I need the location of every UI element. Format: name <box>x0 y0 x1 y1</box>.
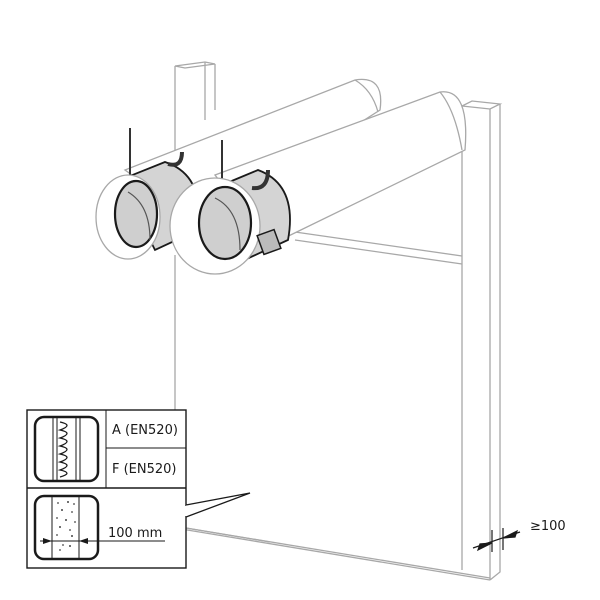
min-distance-label: ≥100 <box>530 519 566 534</box>
legend-row-a-label: A (EN520) <box>112 423 178 438</box>
wall-thickness-label: 100 mm <box>108 526 162 541</box>
legend-row-f-label: F (EN520) <box>112 462 177 477</box>
min-distance-dimension <box>472 528 521 552</box>
actuator <box>256 228 282 256</box>
flexible-wall-icon <box>33 415 100 483</box>
solid-wall-icon <box>33 494 165 561</box>
fire-damper-right <box>169 140 291 275</box>
legend-box: A (EN520) F (EN520) 100 mm <box>26 409 271 569</box>
